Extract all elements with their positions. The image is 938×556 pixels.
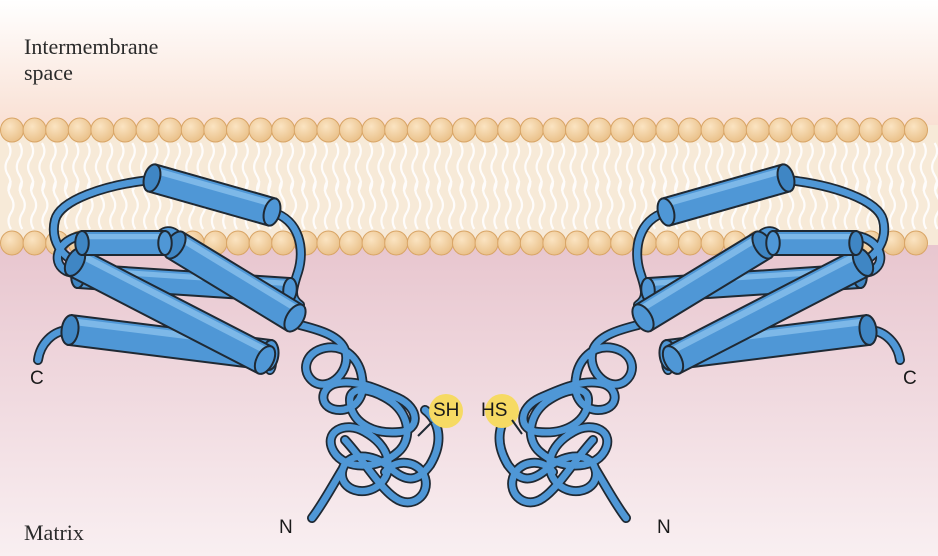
right-thiol-label: HS: [481, 400, 507, 422]
lipid-head: [340, 231, 363, 255]
lipid-head: [362, 118, 385, 142]
lipid-head: [882, 118, 905, 142]
lipid-head: [611, 231, 634, 255]
lipid-head: [181, 118, 204, 142]
lipid-head: [204, 118, 227, 142]
lipid-head: [385, 118, 408, 142]
lipid-head: [656, 118, 679, 142]
lipid-head: [1, 118, 24, 142]
lipid-head: [227, 231, 250, 255]
intermembrane-label-line1: Intermembrane: [24, 34, 158, 60]
lipid-head: [588, 231, 611, 255]
lipid-head: [543, 231, 566, 255]
lipid-head: [136, 118, 159, 142]
lipid-head: [837, 118, 860, 142]
lipid-head: [905, 231, 928, 255]
lipid-head: [46, 118, 69, 142]
lipid-head: [453, 118, 476, 142]
lipid-head: [340, 118, 363, 142]
lipid-head: [249, 118, 272, 142]
lipid-head: [701, 118, 724, 142]
lipid-head: [746, 118, 769, 142]
lipid-head: [114, 118, 137, 142]
matrix-label: Matrix: [24, 520, 84, 546]
left-n-terminus-label: N: [279, 517, 293, 539]
lipid-head: [430, 118, 453, 142]
lipid-head: [498, 118, 521, 142]
lipid-head: [453, 231, 476, 255]
lipid-head: [905, 118, 928, 142]
intermembrane-space-label: Intermembrane space: [24, 34, 158, 86]
intermembrane-label-line2: space: [24, 60, 158, 86]
lipid-head: [520, 231, 543, 255]
lipid-head: [769, 118, 792, 142]
lipid-head: [68, 118, 91, 142]
lipid-head: [724, 118, 747, 142]
lipid-head: [520, 118, 543, 142]
lipid-head: [656, 231, 679, 255]
lipid-head: [475, 231, 498, 255]
lipid-head: [249, 231, 272, 255]
lipid-head: [566, 231, 589, 255]
lipid-head: [1, 231, 24, 255]
lipid-head: [701, 231, 724, 255]
lipid-head: [407, 231, 430, 255]
right-c-terminus-label: C: [903, 368, 917, 390]
left-thiol-label: SH: [433, 400, 459, 422]
lipid-head: [679, 118, 702, 142]
lipid-head: [407, 118, 430, 142]
lipid-head: [633, 118, 656, 142]
lipid-head: [859, 118, 882, 142]
left-c-terminus-label: C: [30, 368, 44, 390]
lipid-head: [294, 118, 317, 142]
lipid-head: [385, 231, 408, 255]
lipid-head: [272, 231, 295, 255]
helix-cylinder: [766, 231, 862, 255]
lipid-head: [23, 231, 46, 255]
lipid-head: [475, 118, 498, 142]
lipid-head: [611, 118, 634, 142]
lipid-head: [91, 118, 114, 142]
lipid-head: [566, 118, 589, 142]
lipid-head: [227, 118, 250, 142]
lipid-head: [430, 231, 453, 255]
lipid-head: [498, 231, 521, 255]
right-n-terminus-label: N: [657, 517, 671, 539]
lipid-head: [362, 231, 385, 255]
lipid-head: [317, 231, 340, 255]
lipid-head: [317, 118, 340, 142]
lipid-head: [792, 118, 815, 142]
lipid-head: [543, 118, 566, 142]
lipid-head: [23, 118, 46, 142]
lipid-head: [588, 118, 611, 142]
lipid-head: [814, 118, 837, 142]
helix-cylinder: [75, 231, 171, 255]
lipid-head: [679, 231, 702, 255]
lipid-head: [159, 118, 182, 142]
lipid-head: [272, 118, 295, 142]
